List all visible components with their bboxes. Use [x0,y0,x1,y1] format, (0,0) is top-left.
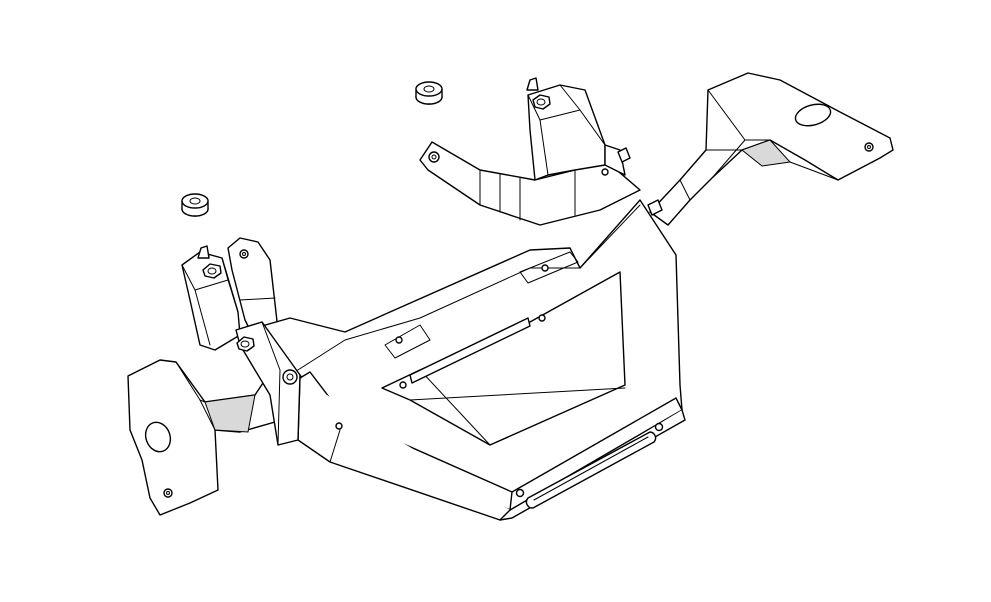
loose-nut-top [415,81,443,105]
upper-cross-tube [419,141,641,226]
bolt-right-upright [526,77,551,110]
bolt-left-brace [236,336,255,352]
front-skirt [297,371,686,521]
bolt-right-brace [617,147,663,216]
left-mounting-plate [127,359,283,516]
right-mounting-plate [649,72,894,226]
bolt-left-upright [197,245,222,279]
loose-nut-left [181,193,209,217]
left-side-brace [235,321,301,446]
